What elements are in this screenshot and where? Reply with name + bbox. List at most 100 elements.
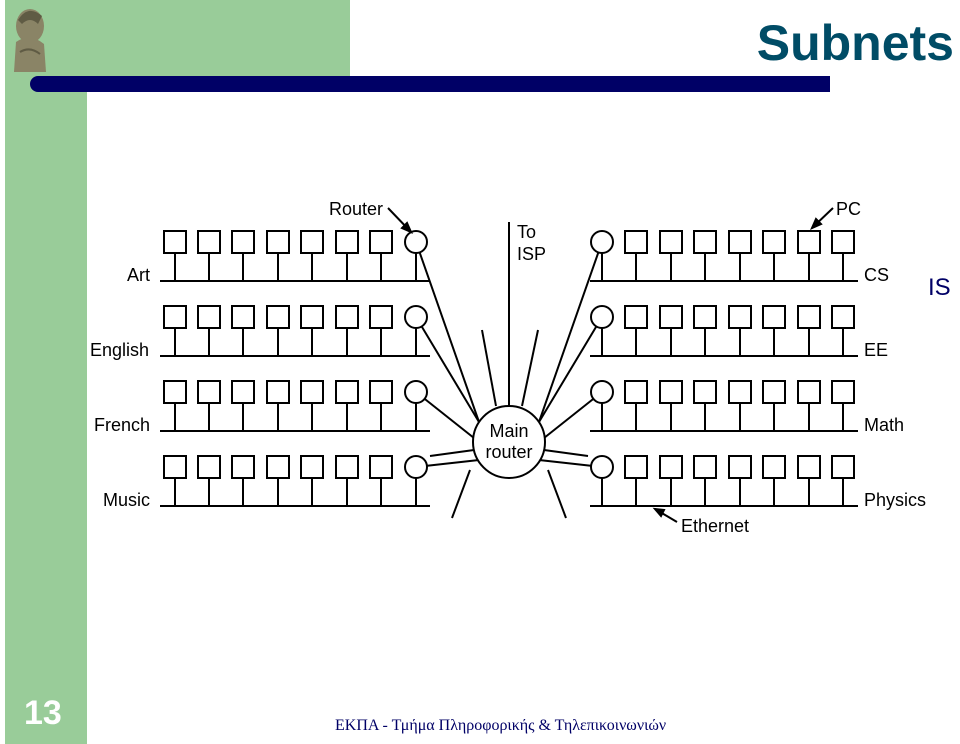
router-uplink [415,391,480,443]
router-icon [404,455,428,479]
router-uplink [538,391,603,443]
pc-icon [300,305,324,329]
pc-icon [266,305,290,329]
pc-icon [728,380,752,404]
pc-icon [163,380,187,404]
title-underline-bar [30,76,830,92]
footer-text: ΕΚΠΑ - Τμήμα Πληροφορικής & Τηλεπικοινων… [335,717,667,734]
pc-icon [335,380,359,404]
dept-label-physics: Physics [864,490,926,510]
ethernet-arrowhead [652,507,666,518]
router-icon [590,305,614,329]
pc-icon [624,230,648,254]
pc-icon [163,305,187,329]
spare-spoke [547,469,567,519]
pc-icon [231,305,255,329]
pc-icon [762,230,786,254]
pc-icon [797,380,821,404]
pc-icon [728,455,752,479]
pc-icon [659,455,683,479]
pc-icon [163,455,187,479]
dept-label-music: Music [103,490,150,510]
pc-icon [231,230,255,254]
page-title: Subnets [756,15,954,71]
dept-label-art: Art [127,265,150,285]
sidebar-band [5,0,87,744]
pc-icon [335,455,359,479]
pc-icon [369,455,393,479]
dept-label-french: French [94,415,150,435]
router-uplink [415,316,480,423]
dept-label-cs: CS [864,265,889,285]
router-uplink [538,316,603,423]
router-icon [404,305,428,329]
pc-icon [300,380,324,404]
router-label: Router [329,199,383,219]
to-isp-label-line2: ISP [517,244,546,264]
main-router-label-line2: router [485,442,532,462]
pc-label: PC [836,199,861,219]
main-router-label-line1: Main [489,421,528,441]
pc-icon [693,455,717,479]
pc-icon [197,305,221,329]
pc-icon [335,230,359,254]
pc-icon [693,305,717,329]
pc-icon [762,380,786,404]
pc-icon [231,455,255,479]
ethernet-label: Ethernet [681,516,749,536]
header-band [5,0,350,78]
to-isp-label-line1: To [517,222,536,242]
pc-icon [659,230,683,254]
spare-spoke [543,449,589,457]
spare-spoke [451,469,471,519]
pc-icon [266,380,290,404]
spare-spoke [521,329,539,407]
pc-icon [728,230,752,254]
pc-icon [659,380,683,404]
pc-icon [797,455,821,479]
pc-icon [624,305,648,329]
pc-icon [659,305,683,329]
diagram-labels: Art English French Music CS EE Math Phys… [90,199,926,536]
pc-icon [624,380,648,404]
pc-icon [369,230,393,254]
router-icon [590,455,614,479]
cutoff-text: IS [928,274,951,301]
pc-icon [231,380,255,404]
pc-icon [797,305,821,329]
spare-spoke [481,329,497,407]
pc-icon [831,230,855,254]
router-icon [404,230,428,254]
dept-label-english: English [90,340,149,360]
dept-label-ee: EE [864,340,888,360]
pc-icon [693,230,717,254]
router-icon [404,380,428,404]
pc-icon [797,230,821,254]
pc-icon [728,305,752,329]
pc-icon [693,380,717,404]
pc-icon [831,380,855,404]
router-uplink [415,241,480,423]
pc-icon [335,305,359,329]
pc-icon [197,380,221,404]
pc-icon [266,455,290,479]
spare-spoke [429,449,475,457]
main-router-icon [472,405,546,479]
pc-icon [300,230,324,254]
pc-arrowhead [810,217,823,230]
pc-icon [624,455,648,479]
pc-icon [762,455,786,479]
pc-icon [163,230,187,254]
pc-icon [369,305,393,329]
router-arrowhead [400,221,413,234]
pc-icon [831,305,855,329]
router-uplink [538,241,603,423]
router-icon [590,380,614,404]
pc-icon [369,380,393,404]
pc-icon [831,455,855,479]
page-number: 13 [24,694,62,732]
pc-icon [266,230,290,254]
pc-icon [197,230,221,254]
pc-icon [197,455,221,479]
